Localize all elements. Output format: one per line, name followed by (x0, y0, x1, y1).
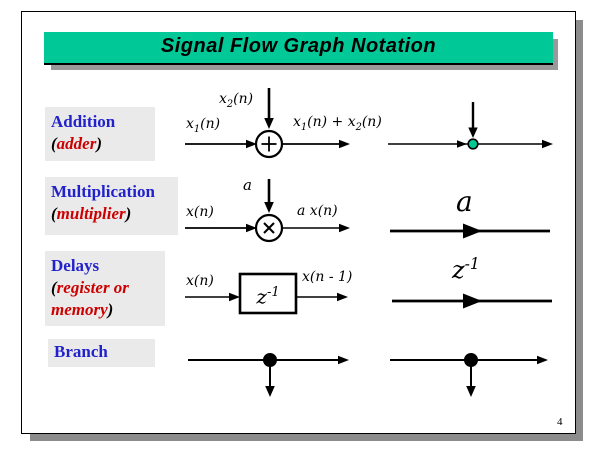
arrowhead (339, 139, 350, 149)
annotation-register-line2: memory) (51, 299, 165, 321)
arrowhead-down (264, 118, 274, 129)
label-x2n: x2(n) (219, 91, 253, 110)
arrowhead (229, 292, 240, 302)
math-sub: 2 (355, 121, 362, 133)
label-gain-a: a (456, 185, 473, 218)
term-multiplication: Multiplication (51, 182, 155, 201)
multiplier-diagram (185, 179, 350, 243)
annotation-word: adder (56, 134, 97, 153)
math-part: (n) (361, 114, 382, 130)
label-x1n: x1(n) (186, 116, 220, 135)
annotation-word: multiplier (56, 204, 126, 223)
math-part: x (293, 114, 301, 130)
arrowhead-down (265, 386, 275, 397)
delay-gain-diagram (392, 293, 552, 309)
math-sub: 1 (193, 123, 201, 135)
term-addition: Addition (51, 112, 116, 131)
paren-close: ) (107, 300, 114, 319)
arrowhead-down (466, 386, 476, 397)
sum-node-diagram (388, 102, 553, 150)
arrowhead (246, 223, 257, 233)
arrowhead (338, 355, 349, 365)
math-part: (n) + x (307, 114, 356, 130)
gain-diagram (390, 223, 550, 239)
label-axn: a x(n) (297, 203, 338, 219)
arrowhead (542, 139, 553, 149)
label-box-delays: Delays (register or memory) (45, 251, 165, 326)
label-xn-multiplier: x(n) (186, 204, 214, 220)
paren-open: ( (51, 278, 57, 297)
term-delays: Delays (51, 256, 100, 275)
adder-diagram (185, 88, 350, 159)
math-base: x (186, 116, 194, 132)
label-delay-output: x(n - 1) (302, 269, 353, 285)
math-sup: -1 (464, 255, 480, 273)
label-box-multiplication: Multiplication (multiplier) (45, 177, 178, 235)
arrowhead (463, 223, 482, 239)
math-rest: (n) (233, 91, 254, 107)
delay-box (238, 272, 298, 315)
title-bar: Signal Flow Graph Notation (44, 32, 553, 65)
arrowhead (339, 223, 350, 233)
label-box-branch: Branch (48, 339, 155, 367)
branch-diagram (188, 353, 349, 397)
arrowhead-down (468, 127, 478, 138)
math-sup: -1 (266, 285, 280, 300)
annotation-register-line1: (register or (51, 277, 165, 299)
label-sum-output: x1(n) + x2(n) (293, 114, 382, 133)
annotation-multiplier: (multiplier) (51, 203, 178, 225)
arrowhead (246, 139, 257, 149)
branch-node-dot (464, 353, 478, 367)
delay-diagram (185, 272, 348, 315)
math-rest: (n) (200, 116, 221, 132)
branch-equivalent-diagram (390, 353, 548, 397)
label-gain-z: z-1 (452, 255, 480, 284)
arrowhead (537, 355, 548, 365)
times-sign (263, 222, 275, 234)
page-number: 4 (557, 416, 563, 428)
arrowhead-down (264, 202, 274, 213)
branch-node-dot (263, 353, 277, 367)
paren-open: ( (51, 204, 57, 223)
annotation-word: memory (51, 300, 108, 319)
arrowhead (463, 293, 482, 309)
paren-open: ( (51, 134, 57, 153)
math-base: z (256, 284, 267, 309)
arrowhead (457, 140, 467, 148)
paren-close: ) (96, 134, 103, 153)
delay-box-label: z-1 (240, 274, 296, 313)
arrowhead (337, 292, 348, 302)
math-sub: 2 (226, 98, 234, 110)
sum-node-dot (467, 138, 479, 150)
paren-close: ) (125, 204, 132, 223)
slide-title: Signal Flow Graph Notation (160, 35, 437, 57)
label-coefficient-a: a (243, 176, 252, 194)
math-base: z (452, 256, 465, 284)
label-box-addition: Addition (adder) (45, 107, 155, 161)
term-branch: Branch (54, 342, 108, 361)
annotation-adder: (adder) (51, 133, 155, 155)
math-base: x (219, 91, 227, 107)
label-xn-delay: x(n) (186, 273, 214, 289)
annotation-word: register or (56, 278, 129, 297)
math-sub: 1 (300, 121, 308, 133)
